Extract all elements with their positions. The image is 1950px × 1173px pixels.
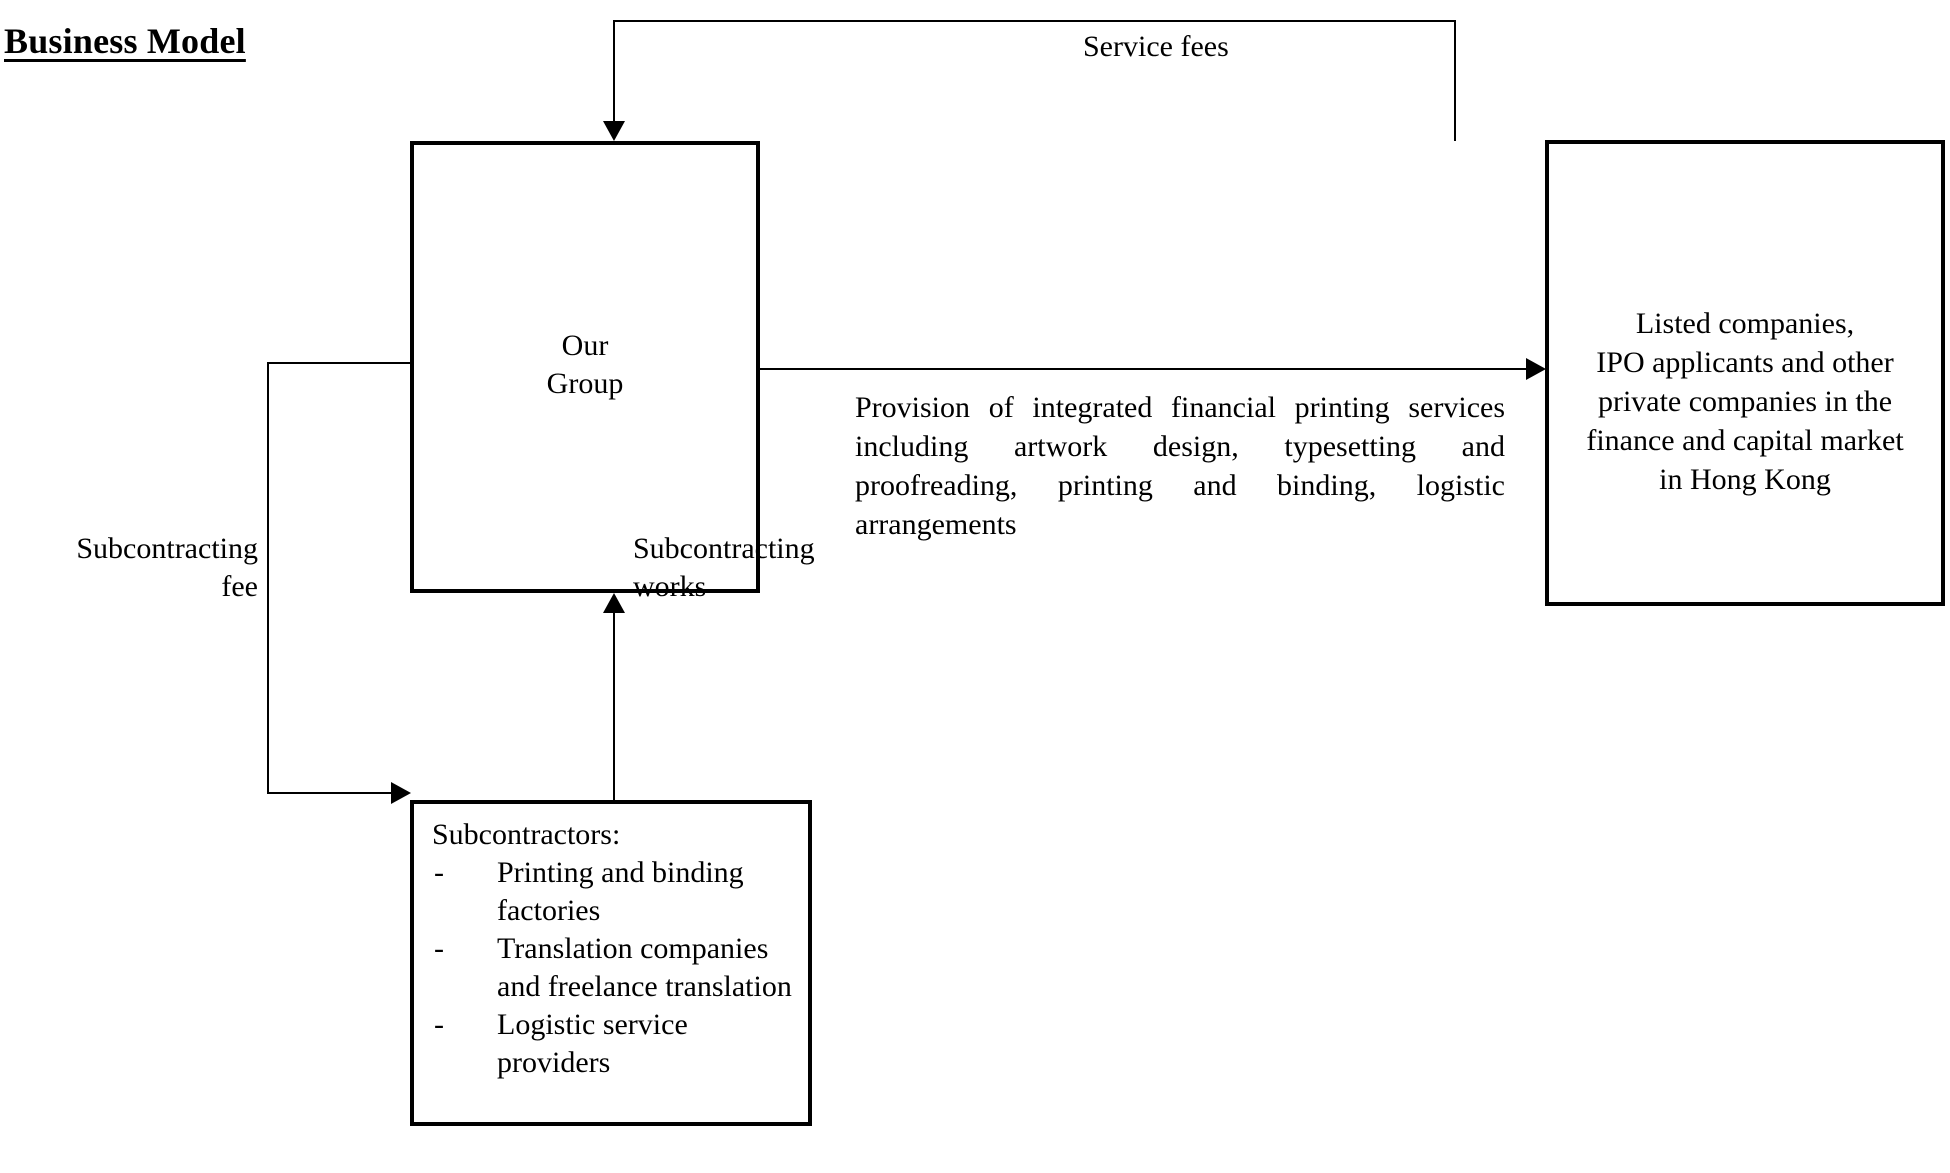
page-title: Business Model — [4, 21, 246, 61]
list-item-dash: - — [434, 932, 444, 965]
list-item: - Printing and binding factories — [432, 854, 802, 930]
node-our-group-label: Our Group — [546, 329, 624, 400]
subcontracting-fee-arrowhead-icon — [391, 782, 411, 804]
edge-label-subcontracting-works: Subcontracting works — [633, 532, 815, 603]
list-item: - Translation companies and freelance tr… — [432, 930, 802, 1006]
edge-label-service-fees: Service fees — [1083, 30, 1229, 63]
subcontracting-fee-connector-top-horizontal — [267, 362, 412, 364]
services-connector-horizontal — [760, 368, 1528, 370]
list-item-label: Printing and binding factories — [497, 856, 744, 927]
subcontracting-fee-connector-bottom-horizontal — [267, 792, 392, 794]
subcontracting-works-connector-vertical — [613, 613, 615, 801]
node-subcontractors[interactable]: Subcontractors: - Printing and binding f… — [410, 800, 812, 1126]
node-customers[interactable]: Listed companies, IPO applicants and oth… — [1545, 140, 1945, 606]
subcontracting-works-arrowhead-icon — [603, 593, 625, 613]
edge-label-service-description: Provision of integrated financial printi… — [855, 391, 1505, 541]
service-fees-connector-left-vertical — [613, 20, 615, 124]
edge-label-subcontracting-fee: Subcontracting fee — [76, 532, 258, 603]
service-fees-arrowhead-icon — [603, 121, 625, 141]
list-item-label: Translation companies and freelance tran… — [497, 932, 792, 1003]
node-subcontractors-heading: Subcontractors: — [432, 818, 621, 851]
list-item-dash: - — [434, 1008, 444, 1041]
node-customers-label: Listed companies, IPO applicants and oth… — [1586, 307, 1904, 496]
services-arrowhead-icon — [1526, 358, 1546, 380]
list-item-label: Logistic service providers — [497, 1008, 688, 1079]
node-our-group[interactable]: Our Group — [410, 141, 760, 593]
node-subcontractors-list: - Printing and binding factories - Trans… — [432, 854, 802, 1082]
service-fees-connector-top-horizontal — [613, 20, 1456, 22]
subcontracting-fee-connector-vertical — [267, 362, 269, 792]
list-item: - Logistic service providers — [432, 1006, 802, 1082]
list-item-dash: - — [434, 856, 444, 889]
service-fees-connector-right-vertical — [1454, 20, 1456, 141]
